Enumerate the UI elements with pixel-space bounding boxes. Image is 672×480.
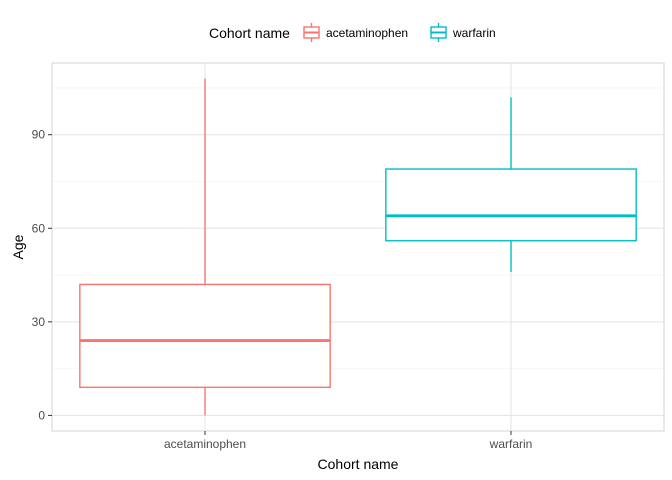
legend-key-icon (430, 23, 447, 42)
x-tick-label: acetaminophen (164, 437, 246, 451)
y-tick-label: 0 (38, 408, 45, 422)
legend-title: Cohort name (209, 25, 290, 41)
iqr-box (79, 283, 331, 389)
x-axis-title: Cohort name (318, 456, 399, 472)
y-tick-label: 30 (32, 315, 46, 329)
legend: Cohort name acetaminophen warfarin (209, 23, 496, 42)
panel-border (51, 62, 665, 432)
legend-label: warfarin (452, 26, 496, 40)
x-tick-label: warfarin (489, 437, 533, 451)
y-axis: 0 30 60 90 (32, 128, 52, 422)
box-warfarin (385, 97, 637, 272)
iqr-box (385, 168, 637, 242)
y-tick-label: 90 (32, 128, 46, 142)
plot-panel (51, 62, 665, 432)
y-tick-label: 60 (32, 221, 46, 235)
legend-key-icon (303, 23, 320, 42)
legend-label: acetaminophen (326, 26, 408, 40)
box-acetaminophen (79, 78, 331, 416)
legend-item-acetaminophen: acetaminophen (303, 23, 408, 42)
legend-item-warfarin: warfarin (430, 23, 496, 42)
y-axis-title: Age (10, 234, 26, 259)
x-axis: acetaminophen warfarin (164, 431, 532, 451)
